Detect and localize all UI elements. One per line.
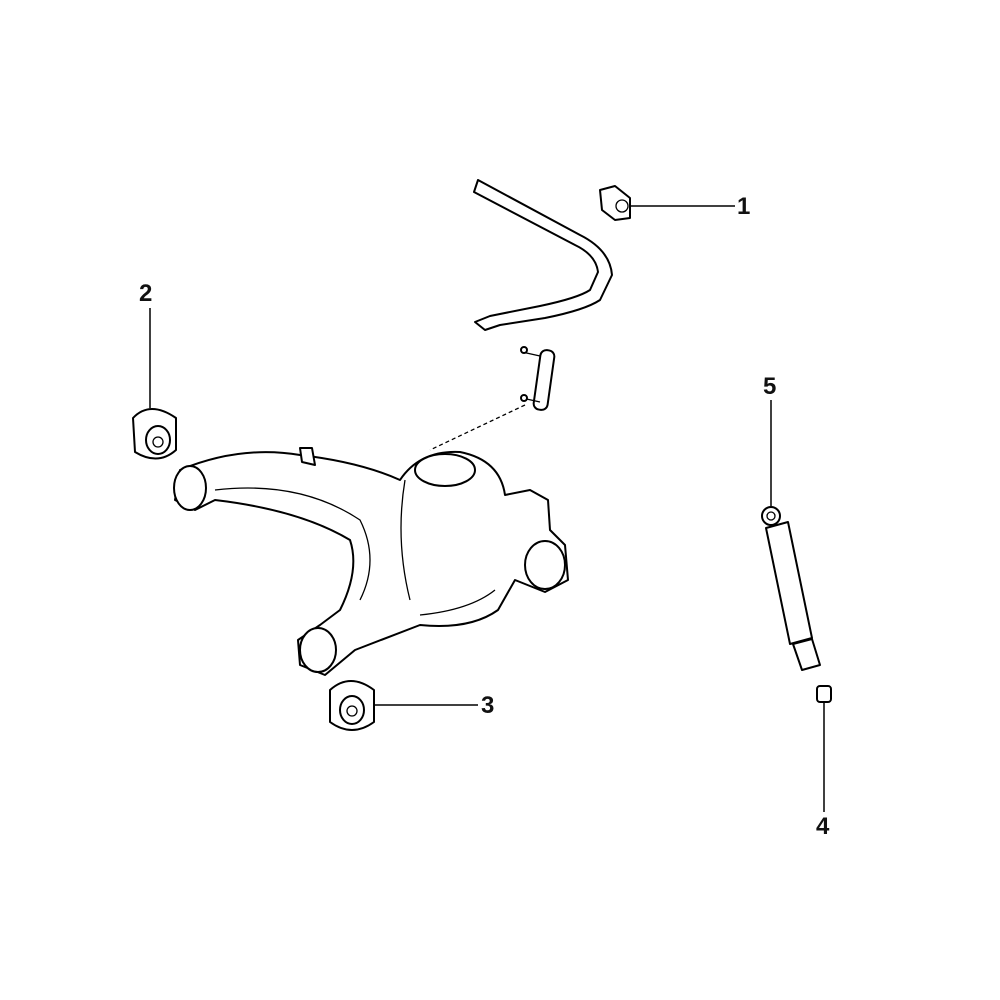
arm-bushing-2 <box>132 408 177 460</box>
stabilizer-bushing-1 <box>599 185 631 221</box>
shock-bushing-4 <box>816 685 832 703</box>
callout-2: 2 <box>139 280 153 307</box>
stabilizer-bar <box>473 179 613 331</box>
stabilizer-link <box>429 346 556 451</box>
callout-5: 5 <box>763 373 777 400</box>
shock-absorber-5 <box>761 506 821 671</box>
callout-1: 1 <box>737 193 751 220</box>
lower-arm-assembly <box>173 447 569 676</box>
arm-bushing-3 <box>329 680 375 731</box>
callout-3: 3 <box>481 692 495 719</box>
callout-4: 4 <box>816 813 830 840</box>
